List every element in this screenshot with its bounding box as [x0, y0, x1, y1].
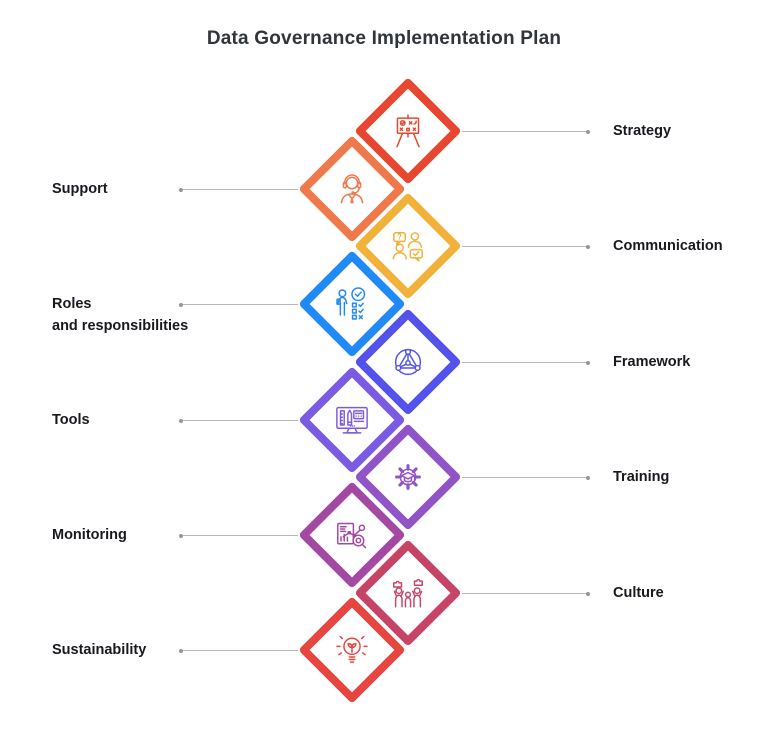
connector-endpoint-dot	[586, 129, 590, 134]
connector-communication	[462, 244, 590, 249]
connector-endpoint-dot	[586, 244, 590, 249]
label-communication: Communication	[613, 235, 723, 257]
sustainability-bulb-plant-icon	[322, 620, 382, 680]
connector-roles-and-responsibilities	[179, 302, 298, 307]
tools-monitor-icon	[322, 390, 382, 450]
culture-people-puzzle-icon	[378, 563, 438, 623]
svg-text:?: ?	[397, 232, 402, 241]
connector-endpoint-dot	[586, 475, 590, 480]
label-line: Framework	[613, 354, 691, 370]
diamond-communication: ?	[354, 192, 462, 300]
label-monitoring: Monitoring	[52, 524, 127, 546]
diamond-support	[298, 135, 406, 243]
label-line: Culture	[613, 585, 664, 601]
diamond-framework	[354, 308, 462, 416]
connector-endpoint-dot	[179, 648, 183, 653]
connector-tools	[179, 418, 298, 423]
label-line: Sustainability	[52, 642, 147, 658]
connector-endpoint-dot	[179, 187, 183, 192]
label-culture: Culture	[613, 582, 664, 604]
label-line: Support	[52, 181, 108, 197]
label-line: Training	[613, 469, 670, 485]
diamond-tools	[298, 366, 406, 474]
label-line: Tools	[52, 412, 90, 428]
strategy-board-icon	[378, 101, 438, 161]
label-strategy: Strategy	[613, 120, 671, 142]
diamond-sustainability	[298, 596, 406, 704]
diamond-strategy	[354, 77, 462, 185]
label-line: Monitoring	[52, 527, 127, 543]
label-sustainability: Sustainability	[52, 639, 146, 661]
connector-monitoring	[179, 533, 298, 538]
connector-framework	[462, 360, 590, 365]
label-line: Roles	[52, 296, 92, 312]
connector-endpoint-dot	[586, 360, 590, 365]
label-training: Training	[613, 466, 669, 488]
monitoring-chart-magnifier-icon	[322, 505, 382, 565]
label-line: and responsibilities	[52, 318, 189, 334]
roles-checklist-icon	[322, 274, 382, 334]
support-headset-icon	[322, 159, 382, 219]
connector-endpoint-dot	[179, 418, 183, 423]
label-line: Strategy	[613, 123, 672, 139]
diamond-training	[354, 423, 462, 531]
label-roles-and-responsibilities: Roles and responsibilities	[52, 293, 188, 337]
label-framework: Framework	[613, 351, 690, 373]
connector-endpoint-dot	[179, 302, 183, 307]
training-gear-cap-icon	[378, 447, 438, 507]
label-support: Support	[52, 178, 108, 200]
page-title: Data Governance Implementation Plan	[206, 28, 562, 49]
connector-training	[462, 475, 590, 480]
connector-culture	[462, 591, 590, 596]
connector-endpoint-dot	[586, 591, 590, 596]
label-line: Communication	[613, 238, 723, 254]
diamond-roles-and-responsibilities	[298, 250, 406, 358]
communication-chat-icon: ?	[378, 216, 438, 276]
diamond-culture	[354, 539, 462, 647]
connector-support	[179, 187, 298, 192]
label-tools: Tools	[52, 409, 90, 431]
diamond-monitoring	[298, 481, 406, 589]
connector-endpoint-dot	[179, 533, 183, 538]
framework-network-icon	[378, 332, 438, 392]
connector-sustainability	[179, 648, 298, 653]
connector-strategy	[462, 129, 590, 134]
